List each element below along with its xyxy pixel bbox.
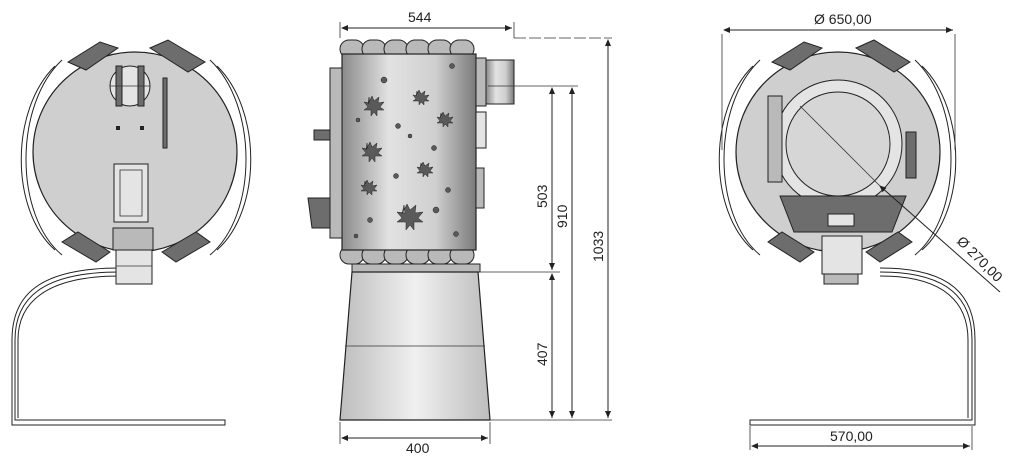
front-view-stand bbox=[11, 267, 226, 426]
dim-side-width: 544 bbox=[408, 9, 432, 25]
dim-rear-width: 570,00 bbox=[830, 428, 873, 444]
rear-view-handle bbox=[905, 131, 917, 179]
dim-base-height: 407 bbox=[534, 342, 550, 366]
front-view-neck bbox=[112, 227, 154, 251]
front-view-wing-bottom-left bbox=[61, 231, 111, 263]
dim-height-1033: 1033 bbox=[590, 231, 606, 262]
front-view-wing-top-right bbox=[148, 39, 206, 73]
front-view-rod bbox=[162, 77, 168, 149]
rear-view-wing-top-left bbox=[770, 41, 824, 71]
front-view-wing-top-left bbox=[66, 41, 120, 71]
rear-view-stand bbox=[749, 267, 976, 426]
side-view bbox=[307, 39, 515, 421]
rear-view bbox=[718, 39, 976, 426]
rear-view-outer-arc-left bbox=[723, 59, 761, 256]
front-view-outer-arc-right bbox=[209, 59, 247, 256]
front-view-wing-bottom-right bbox=[161, 231, 211, 263]
front-view bbox=[11, 39, 252, 426]
side-view-leaves bbox=[353, 63, 459, 239]
rear-view-neck bbox=[821, 235, 863, 275]
side-view-handle bbox=[313, 129, 331, 141]
dimension-lines bbox=[339, 22, 1001, 450]
front-view-plate bbox=[113, 163, 149, 223]
rear-view-wing-bottom-right bbox=[865, 231, 913, 263]
side-view-flue-pipe bbox=[475, 57, 487, 107]
rear-view-wing-bottom-left bbox=[767, 231, 815, 263]
dim-diameter-door: Ø 270,00 bbox=[954, 233, 1006, 285]
rear-view-outer-arc-right bbox=[914, 59, 952, 256]
rear-view-wing-top-right bbox=[854, 39, 911, 73]
dim-height-503: 503 bbox=[534, 184, 550, 208]
dim-height-910: 910 bbox=[554, 204, 570, 228]
dim-base-width: 400 bbox=[406, 440, 430, 456]
front-view-outer-arc-left bbox=[25, 59, 63, 256]
dim-diameter-outer: Ø 650,00 bbox=[814, 11, 872, 27]
rear-view-hinge bbox=[767, 95, 783, 183]
